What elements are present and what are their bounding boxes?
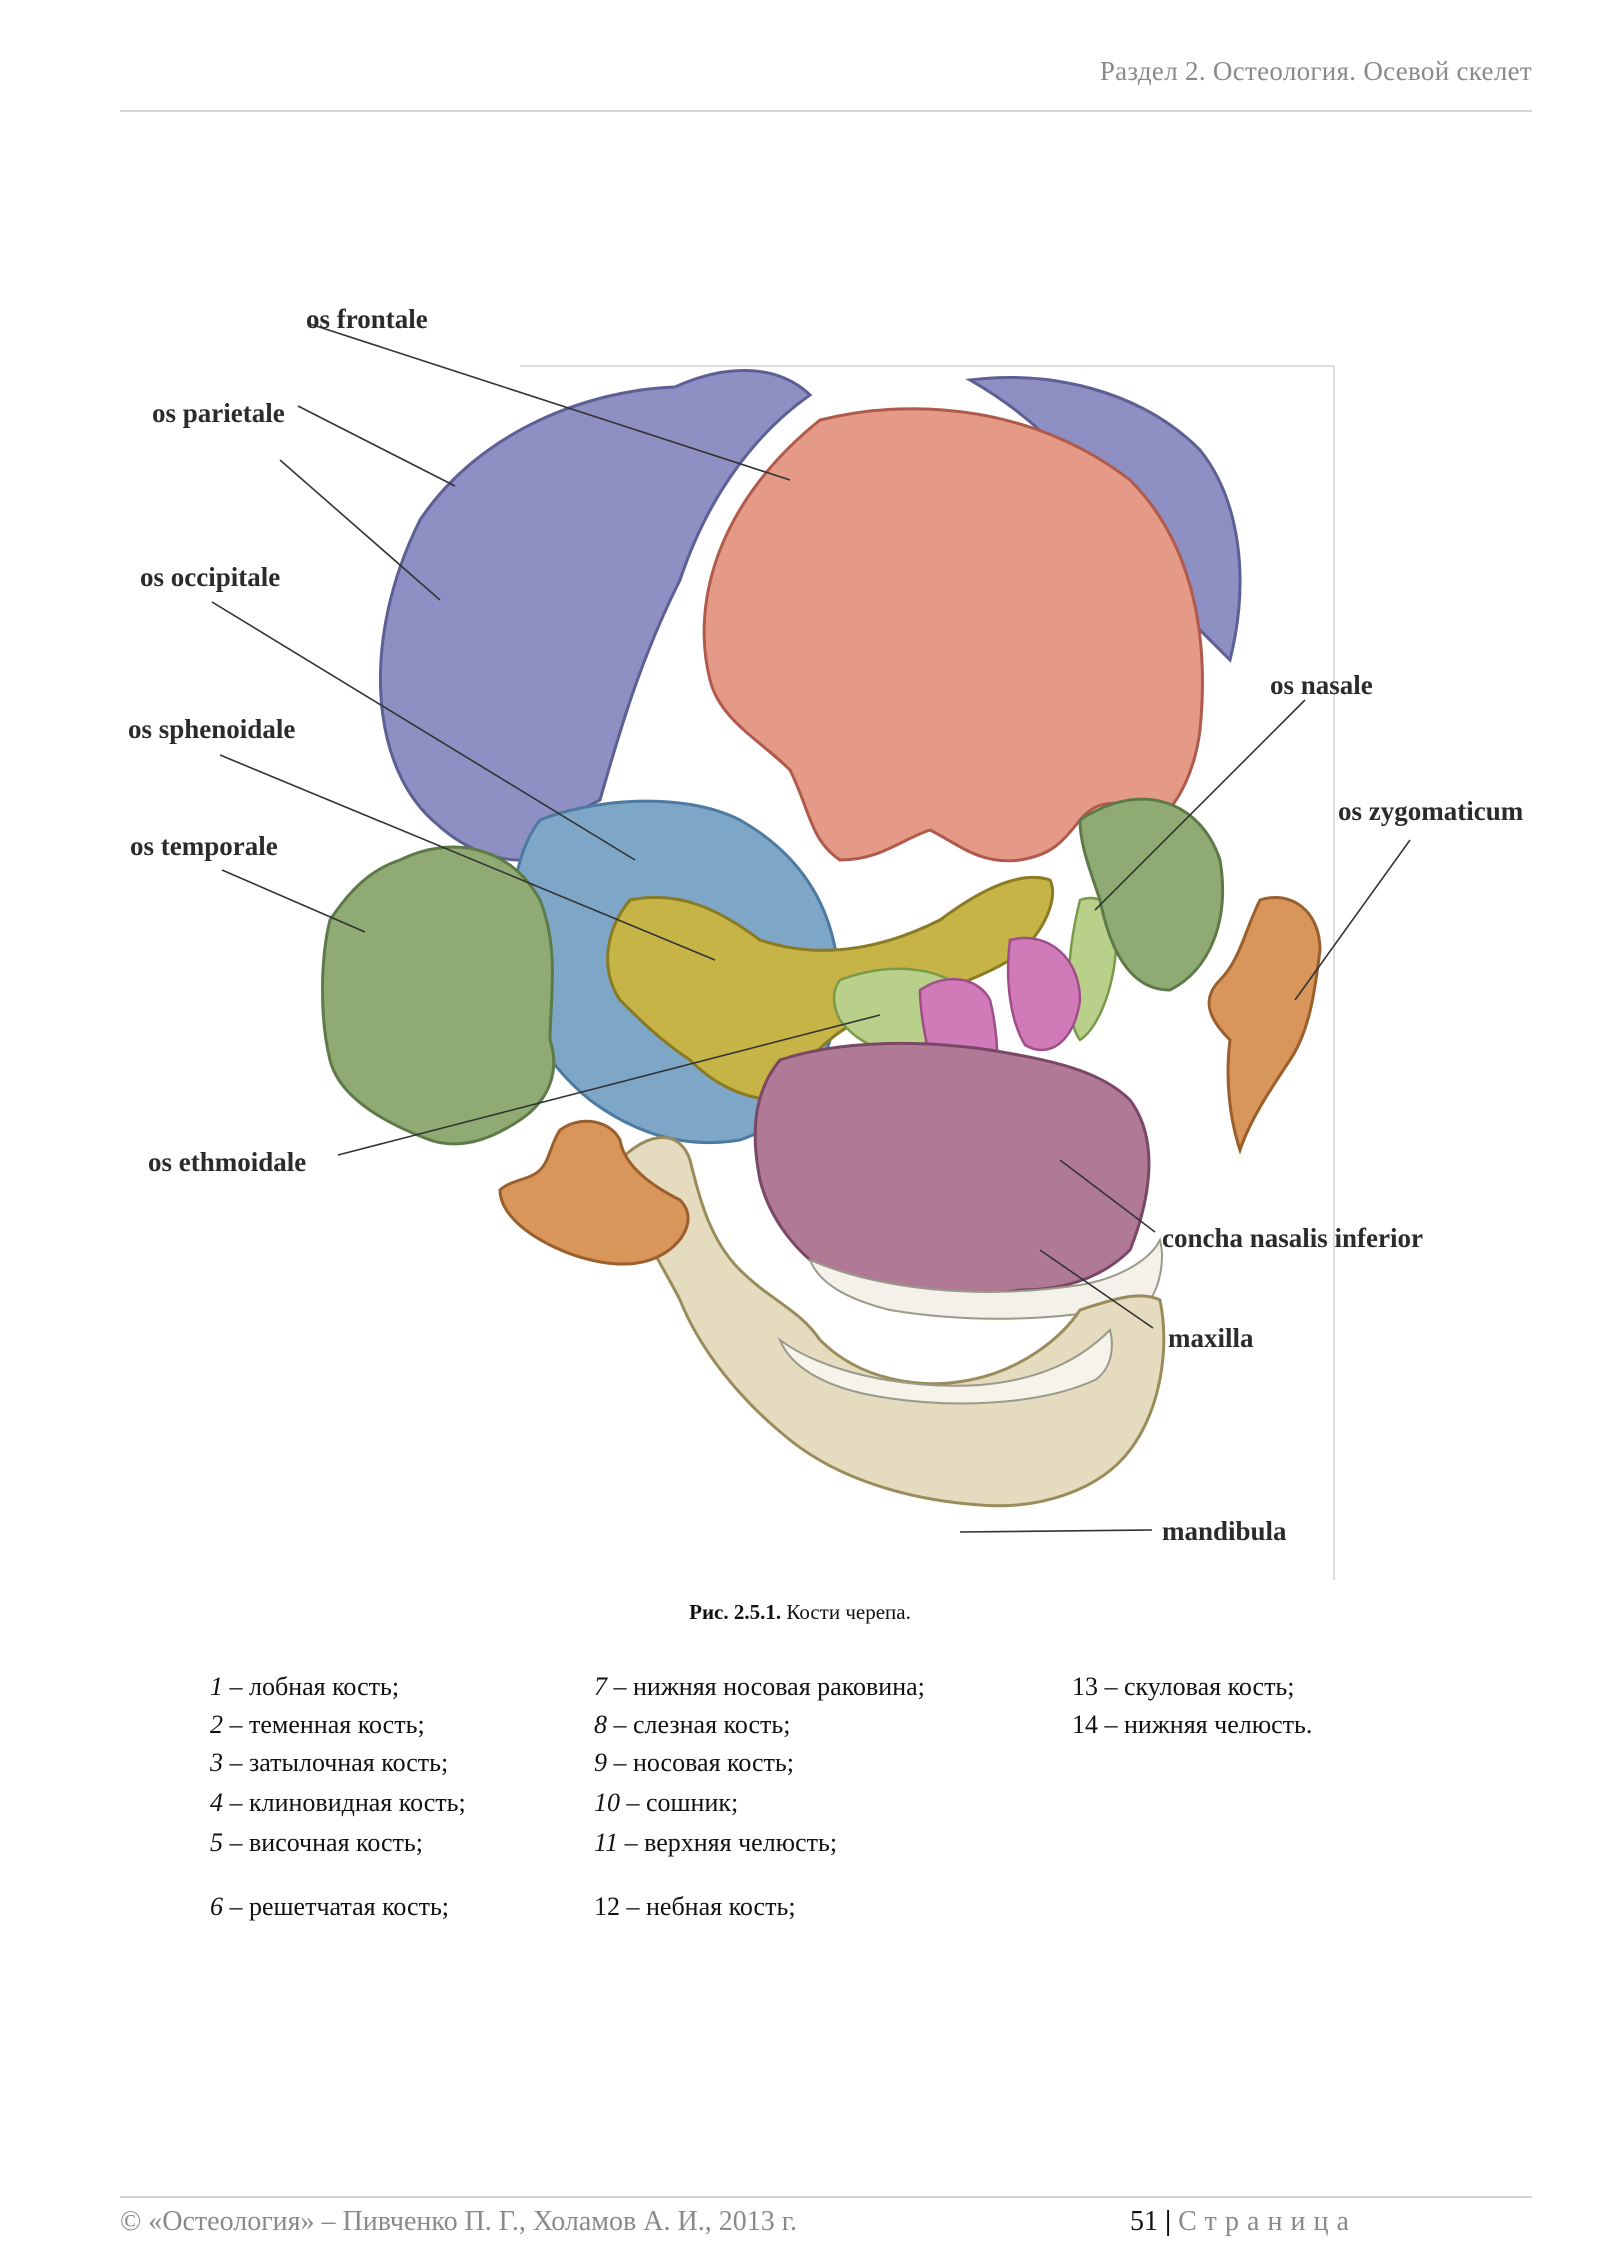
legend-item: 6 – решетчатая кость;	[210, 1892, 450, 1921]
label-os-ethmoidale: os ethmoidale	[148, 1147, 306, 1177]
page-word: Страница	[1178, 2206, 1357, 2237]
leader-sphenoidale	[219, 754, 716, 961]
label-os-nasale: os nasale	[1270, 670, 1373, 700]
legend-item: 4 – клиновидная кость;	[210, 1788, 466, 1817]
leader-ethmoidale	[337, 1014, 881, 1156]
label-os-temporale: os temporale	[130, 831, 278, 861]
palatine-bone	[498, 1119, 690, 1266]
legend-item: 12 – небная кость;	[594, 1892, 796, 1921]
leader-nasale	[1094, 699, 1306, 911]
legend-item: 9 – носовая кость;	[594, 1748, 794, 1777]
lower-teeth	[777, 1328, 1113, 1405]
page-number: 51	[1130, 2206, 1158, 2237]
leader-concha	[1059, 1159, 1156, 1233]
leader-frontale	[309, 323, 791, 481]
leader-temporale	[221, 869, 366, 933]
label-concha-nasalis-inferior: concha nasalis inferior	[1162, 1223, 1423, 1253]
label-mandibula: mandibula	[1162, 1516, 1287, 1546]
footer-page: 51 | Страница	[1130, 2206, 1357, 2238]
label-os-parietale: os parietale	[152, 398, 285, 428]
caption-label: Рис. 2.5.1.	[689, 1600, 782, 1624]
leader-maxilla	[1039, 1249, 1154, 1329]
leader-occipitale	[211, 601, 636, 861]
caption-text: Кости черепа.	[786, 1600, 911, 1624]
legend-item: 11 – верхняя челюсть;	[594, 1828, 838, 1857]
legend-item: 1 – лобная кость;	[210, 1672, 400, 1701]
zygomatic-bone	[1207, 895, 1322, 1155]
label-maxilla: maxilla	[1168, 1323, 1254, 1353]
label-os-frontale: os frontale	[306, 304, 428, 334]
header-divider	[120, 110, 1532, 112]
figure-caption: Рис. 2.5.1. Кости черепа.	[0, 1600, 1600, 1625]
legend-item: 8 – слезная кость;	[594, 1710, 791, 1739]
zygomatic-orbit	[1078, 797, 1225, 992]
footer-copyright: © «Остеология» – Пивченко П. Г., Холамов…	[120, 2206, 798, 2237]
temporal-bone	[321, 845, 556, 1146]
leader-parietale-2	[279, 459, 441, 601]
sphenoid-bone	[606, 875, 1055, 1102]
skull-illustration: os frontale os parietale os occipitale o…	[128, 304, 1524, 1580]
lacrimal-bone	[1006, 936, 1082, 1052]
footer-divider	[120, 2196, 1532, 2198]
label-os-occipitale: os occipitale	[140, 562, 280, 592]
label-os-zygomaticum: os zygomaticum	[1338, 796, 1524, 826]
legend-item: 14 – нижняя челюсть.	[1072, 1710, 1313, 1739]
legend-item: 13 – скуловая кость;	[1072, 1672, 1295, 1701]
legend-item: 3 – затылочная кость;	[210, 1748, 449, 1777]
upper-teeth	[808, 1237, 1163, 1320]
maxilla-bone	[753, 1041, 1151, 1296]
legend-item: 2 – теменная кость;	[210, 1710, 425, 1739]
legend-item: 5 – височная кость;	[210, 1828, 423, 1857]
skull-figure: os frontale os parietale os occipitale o…	[120, 300, 1540, 1600]
legend: 1 – лобная кость; 2 – теменная кость; 3 …	[210, 1672, 1410, 1932]
leader-mandibula	[959, 1529, 1153, 1533]
leader-zygomaticum	[1294, 839, 1411, 1001]
legend-item: 10 – сошник;	[594, 1788, 739, 1817]
legend-item: 7 – нижняя носовая раковина;	[594, 1672, 925, 1701]
running-header: Раздел 2. Остеология. Осевой скелет	[1099, 56, 1532, 86]
page-separator: |	[1165, 2206, 1172, 2237]
frontal-bone	[702, 407, 1204, 863]
label-os-sphenoidale: os sphenoidale	[128, 714, 295, 744]
leader-parietale	[297, 405, 456, 487]
mandible-bone	[618, 1136, 1166, 1508]
